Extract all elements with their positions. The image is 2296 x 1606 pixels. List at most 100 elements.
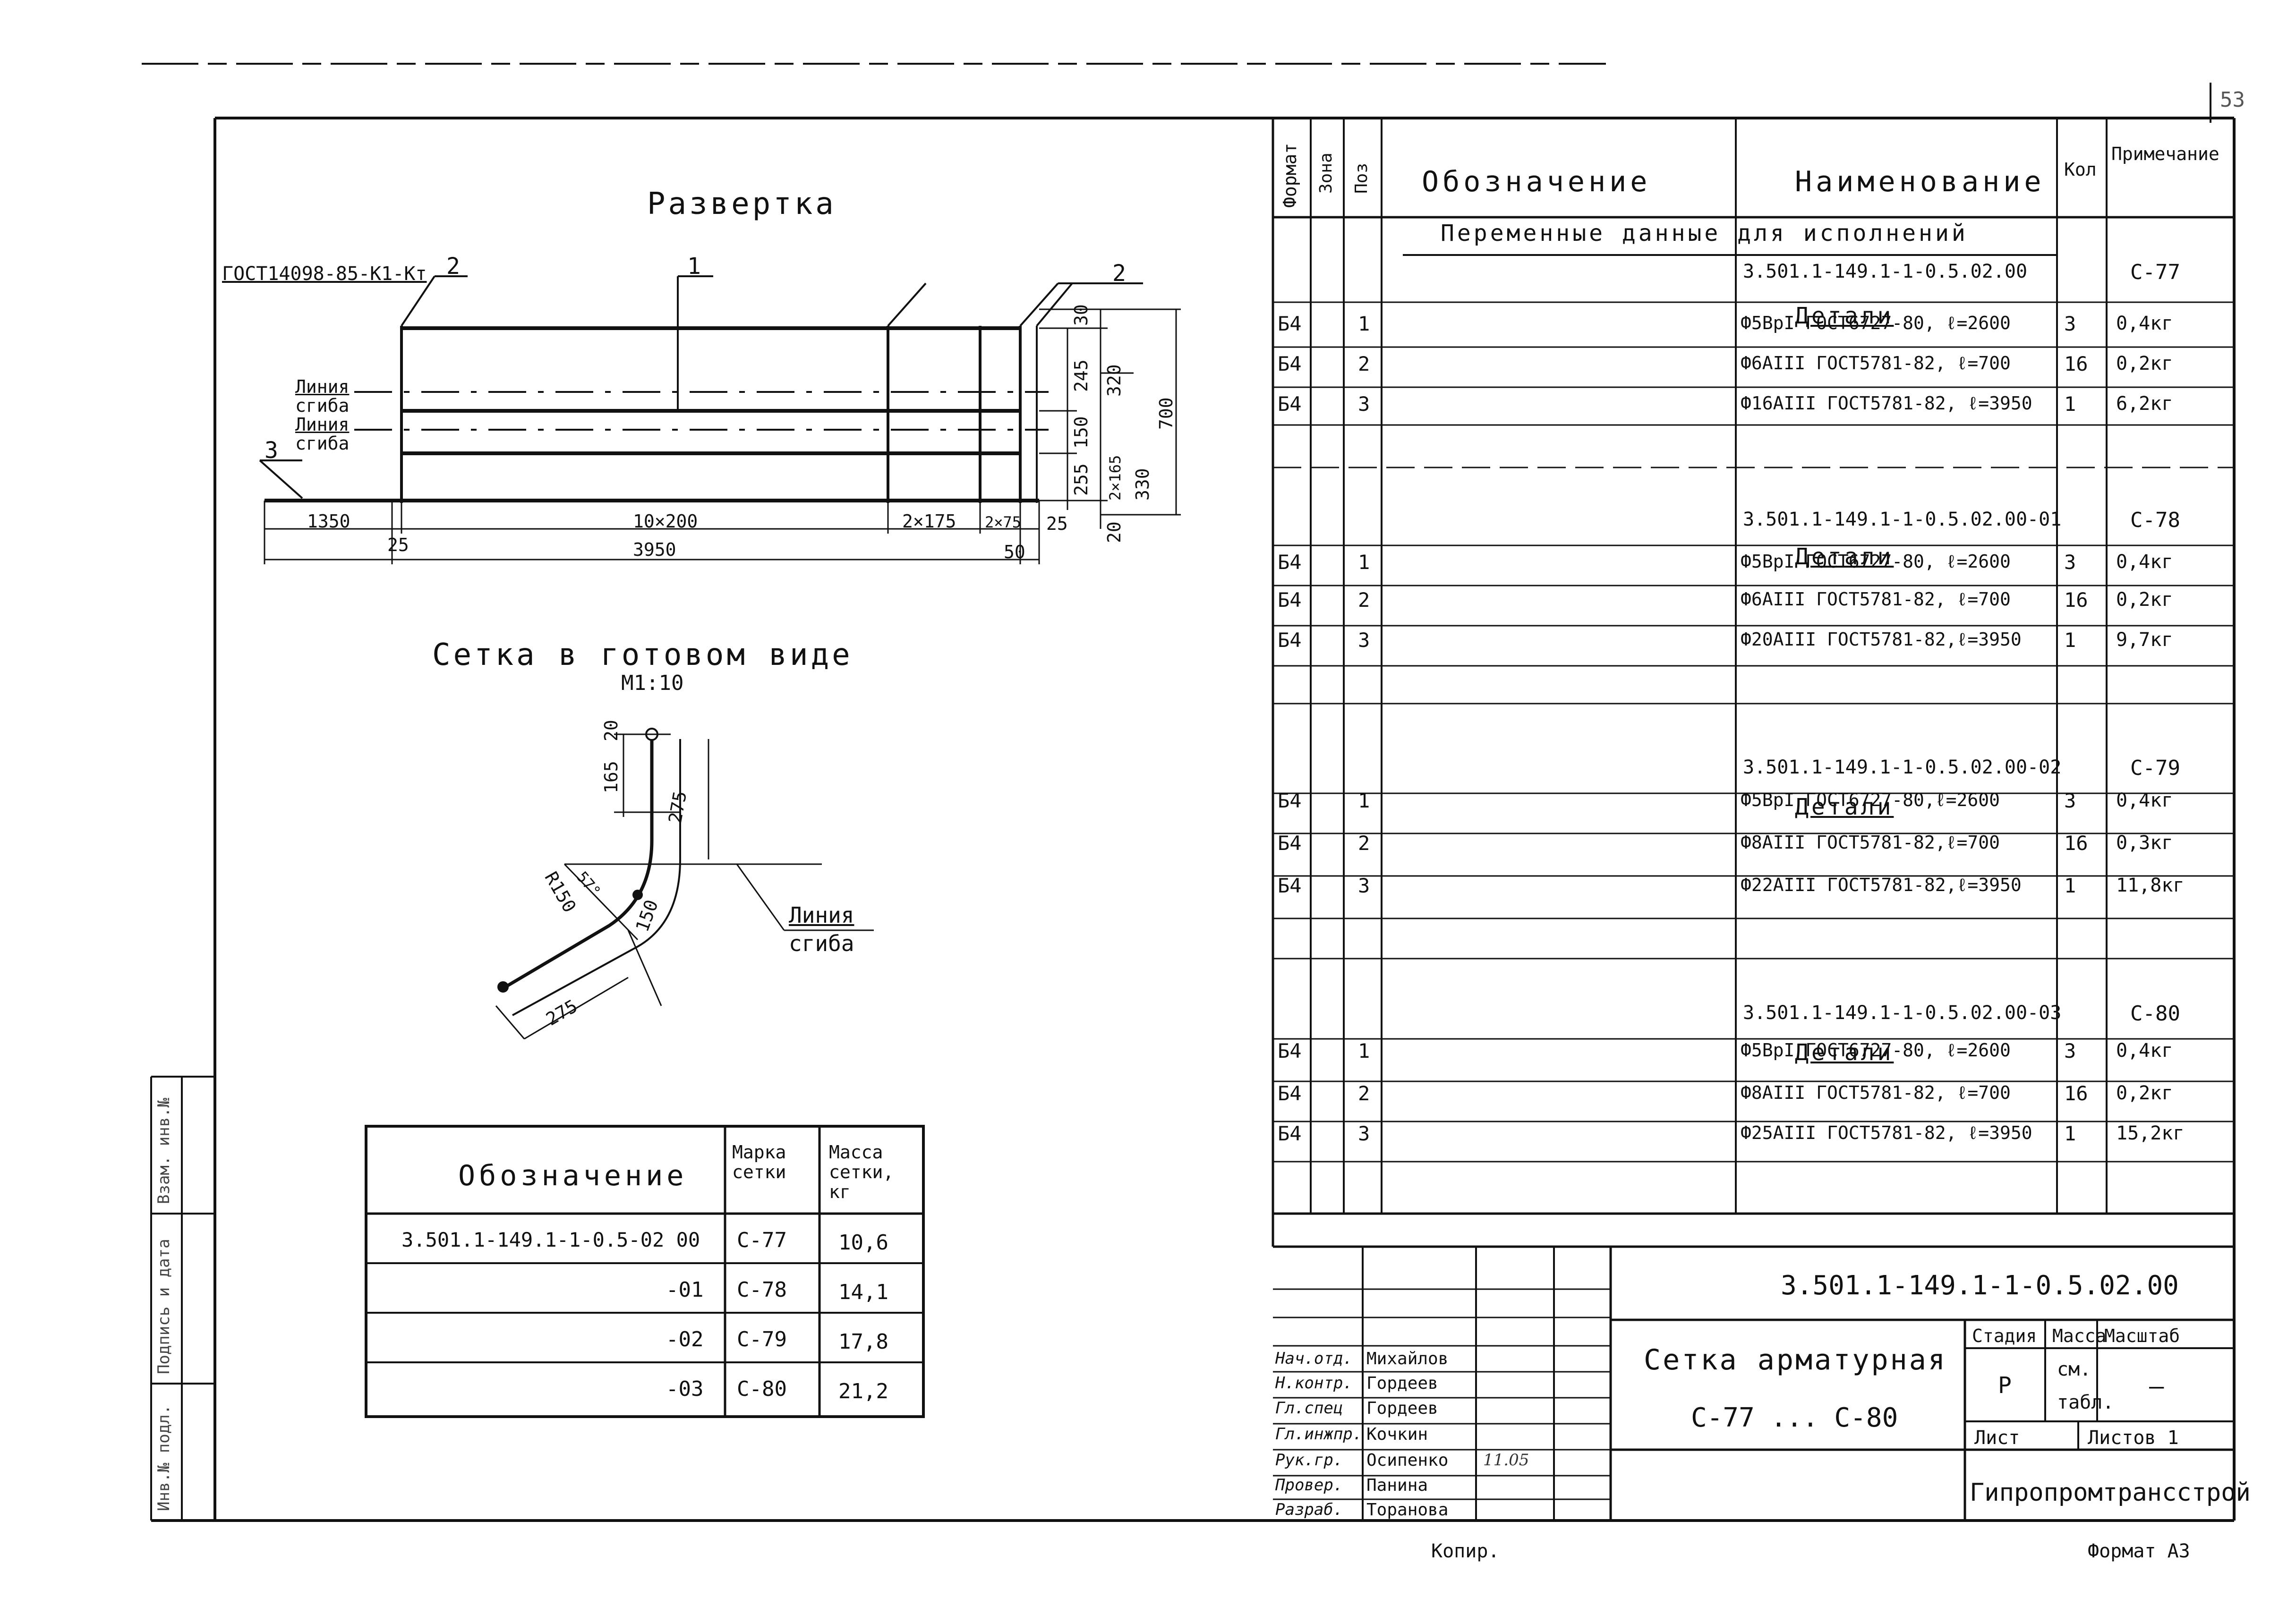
spec-item-pos: 3 [1358,1122,1370,1145]
left-table-header-mark: Марка сетки [732,1142,786,1182]
spec-item-name: Ф16АIII ГОСТ5781-82, ℓ=3950 [1741,393,2032,414]
spec-item-note: 6,2кг [2116,393,2173,415]
spec-item-note: 0,4кг [2116,790,2173,811]
dim-25-left: 25 [387,535,409,555]
spec-item-qty: 1 [2064,629,2076,652]
title-block-role: Рук.гр. [1275,1451,1343,1470]
spec-group-note: С-78 [2130,508,2180,532]
spec-item-qty: 16 [2064,352,2088,375]
spec-header-note: Примечание [2111,144,2219,164]
title-block-name: Гордеев [1366,1374,1438,1393]
spec-details-label: Детали [1795,544,1894,570]
bend-line-label-b: сгиба [789,931,854,956]
spec-item-qty: 16 [2064,1082,2088,1105]
left-table-row-4-mass: 21,2 [838,1379,888,1403]
left-table-header-designation: Обозначение [458,1159,688,1192]
left-table-row-2-mass: 14,1 [838,1280,888,1304]
left-table-row-2-code: -01 [666,1278,704,1302]
title-block-role: Провер. [1275,1476,1343,1495]
pos-label-3: 3 [265,437,278,464]
scale-header: Масштаб [2104,1326,2180,1346]
spec-item-note: 0,4кг [2116,551,2173,573]
mass-header: Масса [2052,1326,2107,1346]
spec-item-pos: 2 [1358,588,1370,612]
spec-item-qty: 1 [2064,874,2076,897]
dim-245: 245 [1071,359,1092,392]
left-table-row-4-mark: С-80 [737,1377,787,1401]
title-block-date: 11.05 [1483,1451,1529,1470]
spec-details-label: Детали [1795,794,1894,820]
spec-item-qty: 1 [2064,392,2076,416]
spec-item-pos: 3 [1358,874,1370,897]
spec-item-qty: 3 [2064,1039,2076,1062]
spec-item-qty: 16 [2064,832,2088,855]
spec-item-note: 0,4кг [2116,1040,2173,1062]
spec-header-designation: Обозначение [1422,165,1651,198]
scale-value: — [2149,1372,2164,1401]
bend-line-label-2a: Линия [295,414,350,435]
spec-item-name: Ф25АIII ГОСТ5781-82, ℓ=3950 [1741,1122,2032,1143]
dim-2x75: 2×75 [985,513,1022,531]
left-table-row-3-code: -02 [666,1327,704,1351]
dim-10x200: 10×200 [633,511,698,532]
spec-item-name: Ф22АIII ГОСТ5781-82,ℓ=3950 [1741,875,2022,895]
title-line-1: Сетка арматурная [1644,1343,1947,1377]
gost-label: ГОСТ14098-85-К1-Кт [222,263,427,285]
razvertka-title: Развертка [647,187,836,221]
spec-item-pos: 2 [1358,1082,1370,1105]
spec-item-name: Ф5ВрI ГОСТ6727-80, ℓ=2600 [1741,551,2011,572]
spec-group-code: 3.501.1-149.1-1-0.5.02.00 [1743,261,2028,282]
title-block-role: Гл.инжпр. [1275,1425,1363,1444]
dim-255: 255 [1071,463,1092,496]
spec-item-format: Б4 [1278,874,1302,897]
dim-700: 700 [1156,397,1177,430]
title-block-name: Гордеев [1366,1399,1438,1418]
spec-item-pos: 1 [1358,789,1370,812]
pos-label-1: 1 [687,253,701,280]
scale-label: М1:10 [621,671,684,695]
dim-2x175: 2×175 [902,511,956,532]
spec-details-label: Детали [1795,303,1894,329]
left-table-row-3-mass: 17,8 [838,1330,888,1354]
dim-1350: 1350 [307,511,350,532]
bend-dim-275-top: 275 [665,789,691,825]
spec-item-format: Б4 [1278,629,1302,652]
title-block-role: Н.контр. [1275,1374,1353,1393]
spec-item-name: Ф5ВрI ГОСТ6727-80, ℓ=2600 [1741,313,2011,333]
left-table-row-1-code: 3.501.1-149.1-1-0.5-02 00 [401,1228,700,1251]
title-block-role: Разраб. [1275,1500,1343,1519]
spec-item-note: 0,4кг [2116,313,2173,334]
pos-label-2-right: 2 [1112,260,1126,287]
spec-item-note: 15,2кг [2116,1122,2185,1144]
spec-item-note: 0,2кг [2116,589,2173,611]
dim-25-right: 25 [1046,513,1068,534]
spec-item-note: 0,2кг [2116,1082,2173,1104]
spec-header-qty: Кол [2064,159,2097,180]
spec-item-name: Ф8АIII ГОСТ5781-82,ℓ=700 [1741,832,2000,853]
sheets-label: Листов 1 [2088,1427,2179,1449]
title-block-name: Торанова [1366,1500,1449,1520]
spec-item-format: Б4 [1278,551,1302,574]
spec-header-name: Наименование [1795,165,2045,198]
bend-dim-165: 165 [601,761,622,793]
spec-item-note: 9,7кг [2116,629,2173,651]
stage-header: Стадия [1972,1326,2037,1346]
spec-item-qty: 3 [2064,789,2076,812]
sheet-label: Лист [1974,1427,2020,1449]
spec-item-pos: 1 [1358,551,1370,574]
dim-3950: 3950 [633,539,676,560]
dim-330: 330 [1132,468,1153,501]
bend-line-label-2b: сгиба [295,433,350,454]
spec-item-note: 0,3кг [2116,832,2173,854]
title-block-role: Нач.отд. [1275,1349,1353,1368]
left-table-row-3-mark: С-79 [737,1327,787,1351]
spec-item-pos: 3 [1358,392,1370,416]
side-stamp-vzam: Взам. инв.№ [154,1097,173,1204]
stage-value: Р [1998,1372,2012,1399]
left-table-header-mass: Масса сетки, кг [829,1142,894,1202]
bend-line-label-1a: Линия [295,376,350,397]
mass-value-2: табл. [2057,1392,2114,1413]
spec-details-label: Детали [1795,1039,1894,1066]
title-block-name: Панина [1366,1476,1428,1495]
spec-group-code: 3.501.1-149.1-1-0.5.02.00-03 [1743,1002,2062,1024]
